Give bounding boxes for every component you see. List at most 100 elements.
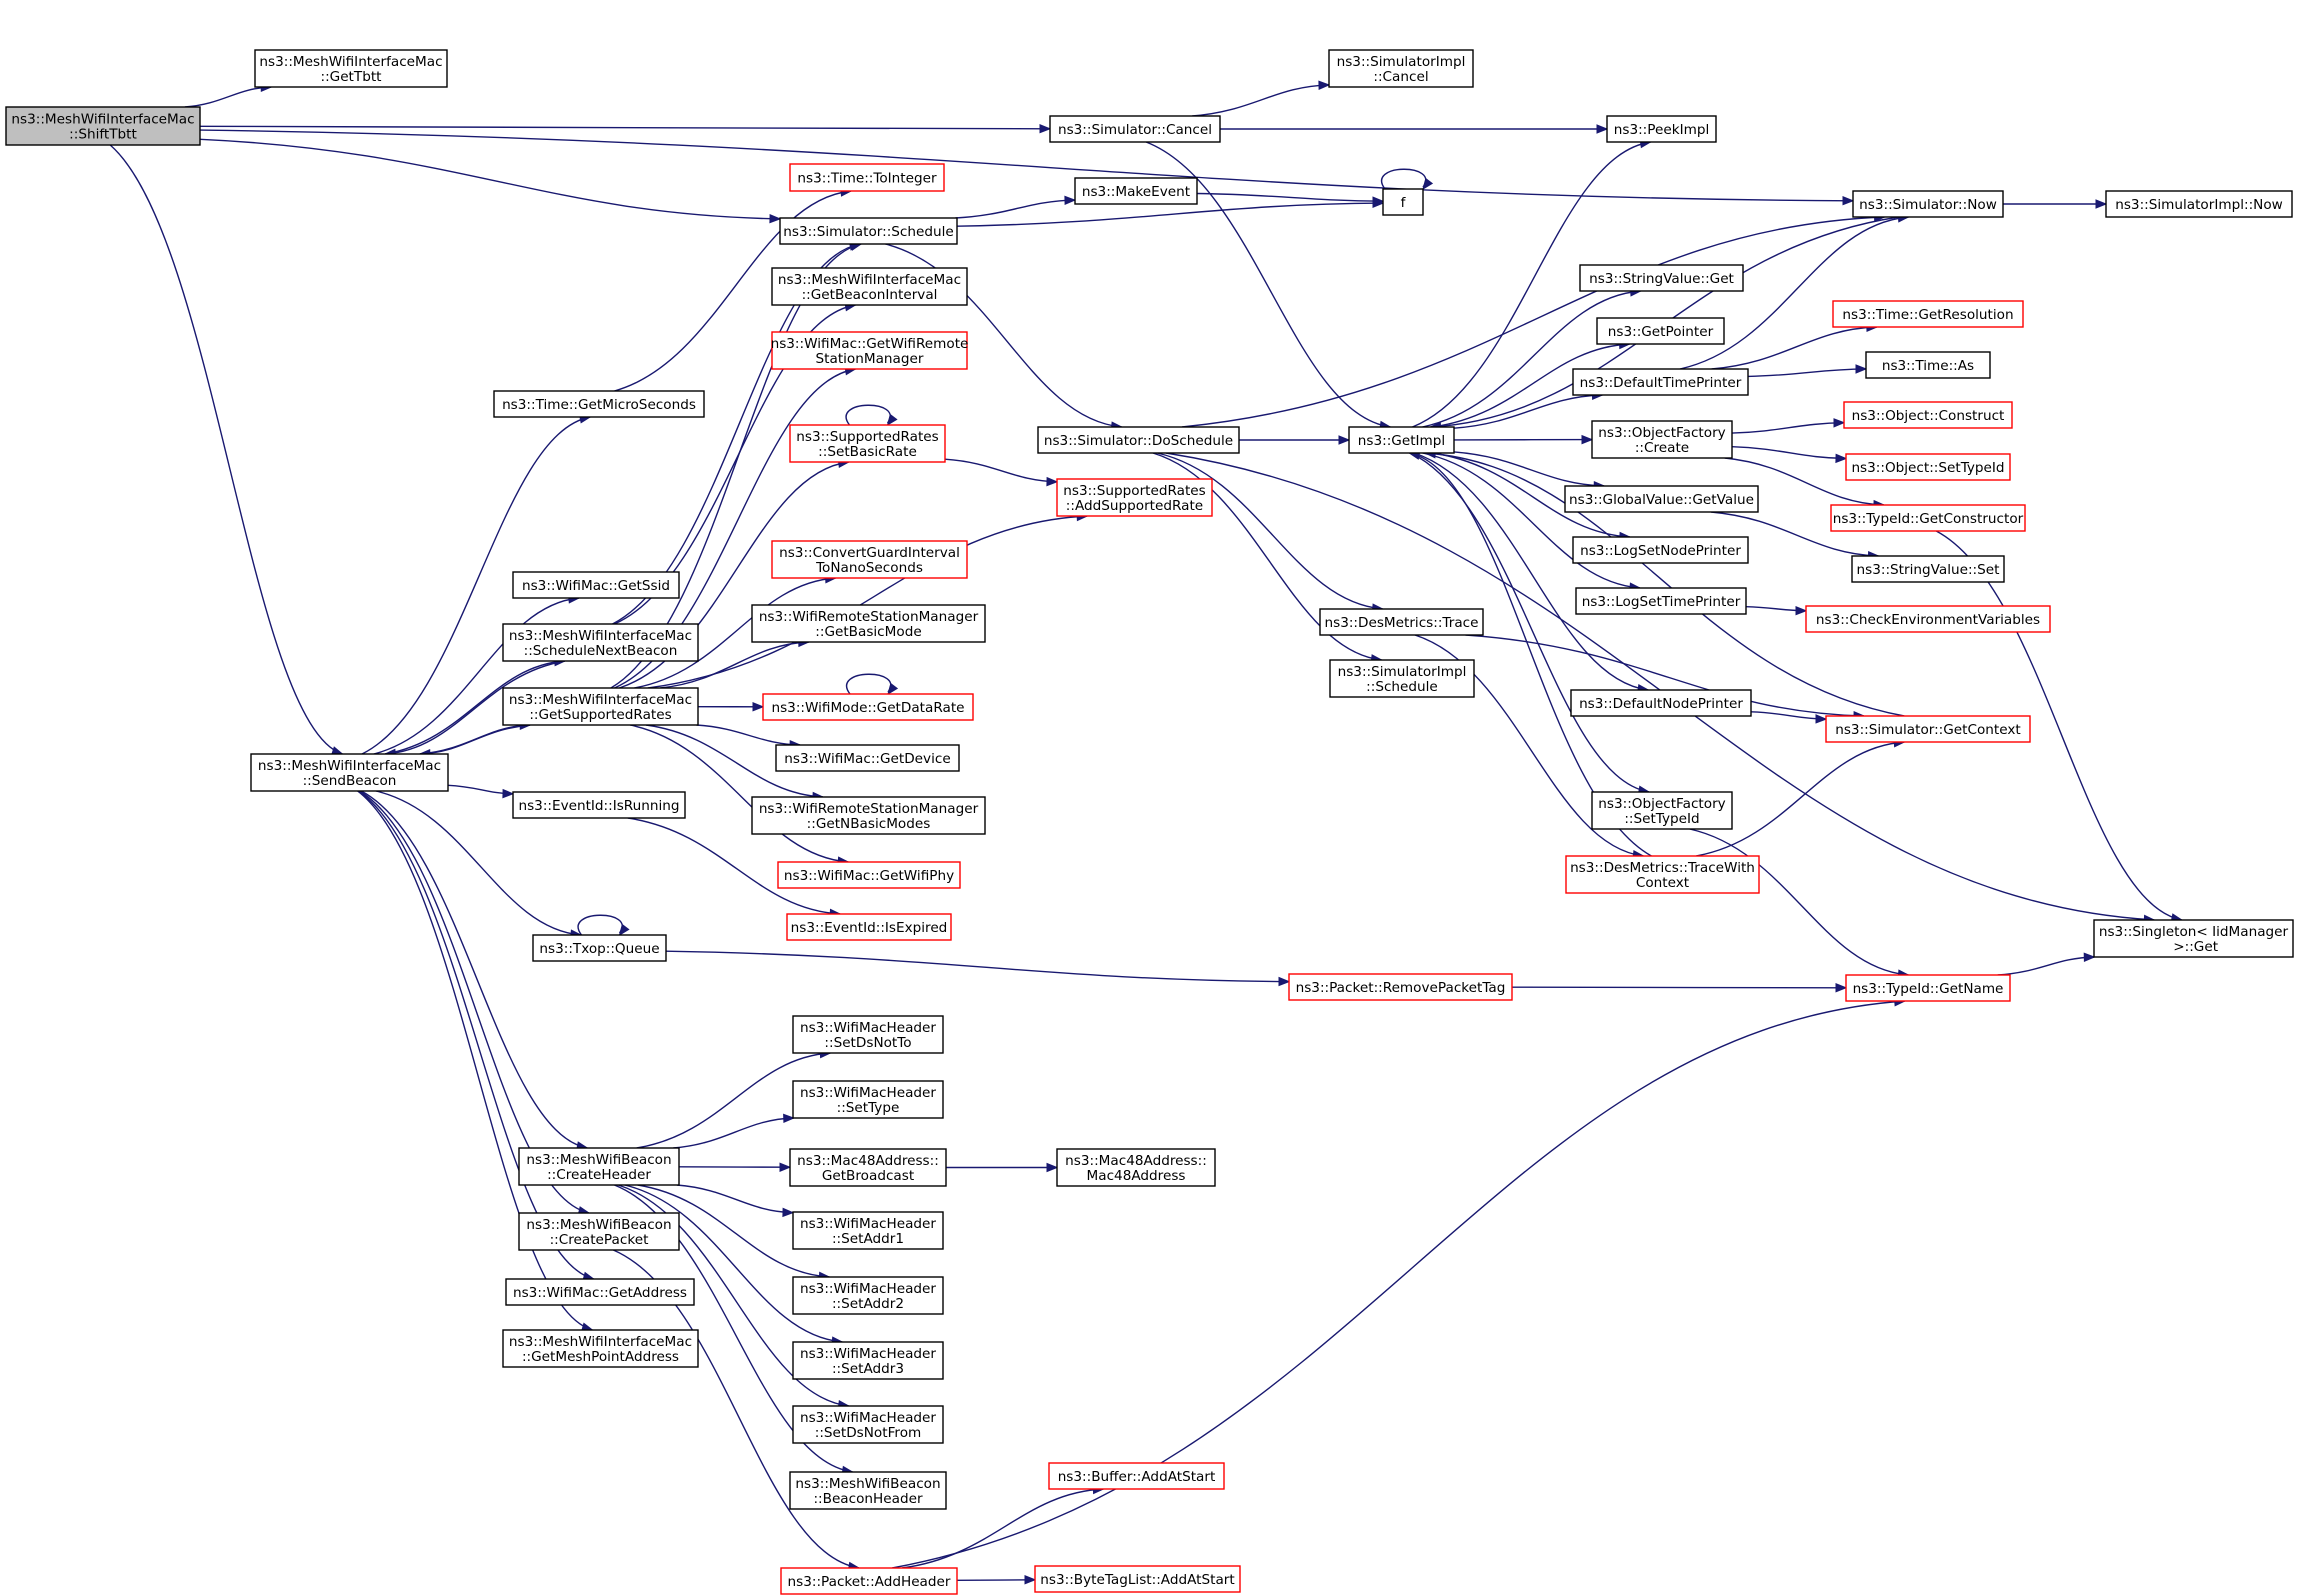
node-gettbtt[interactable]: ns3::MeshWifiInterfaceMac::GetTbtt [254,49,448,88]
node-setaddr1[interactable]: ns3::WifiMacHeader::SetAddr1 [792,1211,944,1250]
node-box[interactable] [532,934,667,962]
node-box[interactable] [786,913,952,941]
node-beaconheader[interactable]: ns3::MeshWifiBeacon::BeaconHeader [789,1471,947,1510]
node-shifttbtt[interactable]: ns3::MeshWifiInterfaceMac::ShiftTbtt [5,106,201,146]
node-globalvaluegetvalue[interactable]: ns3::GlobalValue::GetValue [1564,485,1759,513]
node-getmicroseconds[interactable]: ns3::Time::GetMicroSeconds [493,390,705,418]
node-getmeshpointaddress[interactable]: ns3::MeshWifiInterfaceMac::GetMeshPointA… [502,1329,699,1368]
node-settype[interactable]: ns3::WifiMacHeader::SetType [792,1080,944,1119]
node-createpacket[interactable]: ns3::MeshWifiBeacon::CreatePacket [518,1212,680,1251]
node-peekimpl[interactable]: ns3::PeekImpl [1606,115,1717,143]
node-stringvalueset[interactable]: ns3::StringValue::Set [1851,555,2005,583]
node-singletonget[interactable]: ns3::Singleton< IidManager >::Get [2093,919,2294,958]
node-getimpl[interactable]: ns3::GetImpl [1348,426,1455,454]
node-getssid[interactable]: ns3::WifiMac::GetSsid [512,571,680,599]
node-box[interactable] [254,49,448,88]
node-box[interactable] [502,623,699,662]
node-addheader[interactable]: ns3::Packet::AddHeader [780,1567,958,1595]
node-box[interactable] [1579,264,1744,292]
node-getwifiphy[interactable]: ns3::WifiMac::GetWifiPhy [777,861,961,889]
node-createheader[interactable]: ns3::MeshWifiBeacon::CreateHeader [518,1147,680,1186]
node-box[interactable] [518,1147,680,1186]
node-box[interactable] [1606,115,1717,143]
node-box[interactable] [1852,190,2004,218]
node-box[interactable] [789,424,946,463]
node-box[interactable] [1596,317,1725,345]
node-box[interactable] [1865,351,1991,379]
node-box[interactable] [777,861,961,889]
node-isexpired[interactable]: ns3::EventId::IsExpired [786,913,952,941]
node-tointeger[interactable]: ns3::Time::ToInteger [789,163,945,192]
node-box[interactable] [1572,368,1749,396]
node-box[interactable] [1570,689,1752,717]
node-getsupportedrates[interactable]: ns3::MeshWifiInterfaceMac::GetSupportedR… [502,687,699,726]
node-box[interactable] [1056,478,1213,517]
node-box[interactable] [779,217,958,245]
node-box[interactable] [493,390,705,418]
node-txopqueue[interactable]: ns3::Txop::Queue [532,934,667,962]
node-setdsnotfrom[interactable]: ns3::WifiMacHeader::SetDsNotFrom [792,1405,944,1444]
node-getnbasicmodes[interactable]: ns3::WifiRemoteStationManager::GetNBasic… [751,796,986,835]
node-getbroadcast[interactable]: ns3::Mac48Address::GetBroadcast [789,1148,947,1187]
node-setaddr3[interactable]: ns3::WifiMacHeader::SetAddr3 [792,1341,944,1380]
node-simschedule[interactable]: ns3::Simulator::Schedule [779,217,958,245]
node-logsetnodeprinter[interactable]: ns3::LogSetNodePrinter [1572,536,1749,564]
node-sendbeacon[interactable]: ns3::MeshWifiInterfaceMac::SendBeacon [250,753,449,792]
node-box[interactable] [792,1405,944,1444]
node-desmetricstrace[interactable]: ns3::DesMetrics::Trace [1319,608,1484,636]
node-getcontext[interactable]: ns3::Simulator::GetContext [1825,715,2031,743]
node-box[interactable] [1074,177,1198,205]
node-box[interactable] [1049,115,1221,143]
node-box[interactable] [789,163,945,192]
node-box[interactable] [1037,426,1240,454]
node-box[interactable] [1319,608,1484,636]
node-getdevice[interactable]: ns3::WifiMac::GetDevice [775,744,960,772]
node-simimplnow[interactable]: ns3::SimulatorImpl::Now [2105,190,2293,218]
node-box[interactable] [780,1567,958,1595]
node-box[interactable] [512,791,686,819]
node-box[interactable] [1329,659,1475,698]
node-box[interactable] [792,1015,944,1054]
node-removepackettag[interactable]: ns3::Packet::RemovePacketTag [1288,973,1513,1001]
node-setdsnotto[interactable]: ns3::WifiMacHeader::SetDsNotTo [792,1015,944,1054]
node-setbasicrate[interactable]: ns3::SupportedRates::SetBasicRate [789,424,946,463]
node-objectfactorycreate[interactable]: ns3::ObjectFactory::Create [1591,420,1733,459]
node-box[interactable] [1056,1148,1216,1187]
node-simnow[interactable]: ns3::Simulator::Now [1852,190,2004,218]
node-box[interactable] [518,1212,680,1251]
node-objectconstruct[interactable]: ns3::Object::Construct [1843,401,2013,429]
node-box[interactable] [1288,973,1513,1001]
node-box[interactable] [1591,420,1733,459]
node-getwifiremotestationmanager[interactable]: ns3::WifiMac::GetWifiRemoteStationManage… [771,331,969,370]
node-box[interactable] [762,693,974,721]
node-box[interactable] [792,1080,944,1119]
node-box[interactable] [1572,536,1749,564]
node-getpointer[interactable]: ns3::GetPointer [1596,317,1725,345]
node-stringvalueget[interactable]: ns3::StringValue::Get [1579,264,1744,292]
node-box[interactable] [1565,855,1760,894]
node-checkenvvars[interactable]: ns3::CheckEnvironmentVariables [1805,605,2051,633]
node-box[interactable] [1832,300,2024,328]
node-getdatarate[interactable]: ns3::WifiMode::GetDataRate [762,693,974,721]
node-box[interactable] [250,753,449,792]
node-box[interactable] [751,796,986,835]
node-box[interactable] [1382,188,1424,216]
node-getconstructor[interactable]: ns3::TypeId::GetConstructor [1830,504,2026,532]
node-box[interactable] [771,267,968,306]
node-simimplschedule[interactable]: ns3::SimulatorImpl::Schedule [1329,659,1475,698]
node-addsupportedrate[interactable]: ns3::SupportedRates::AddSupportedRate [1056,478,1213,517]
node-defaulttimeprinter[interactable]: ns3::DefaultTimePrinter [1572,368,1749,396]
node-getbeaconinterval[interactable]: ns3::MeshWifiInterfaceMac::GetBeaconInte… [771,267,968,306]
node-box[interactable] [1851,555,2005,583]
node-box[interactable] [789,1471,947,1510]
node-getbasicmode[interactable]: ns3::WifiRemoteStationManager::GetBasicM… [751,604,986,643]
node-bytetaglistaddatstart[interactable]: ns3::ByteTagList::AddAtStart [1034,1565,1241,1593]
node-box[interactable] [1591,791,1733,830]
node-box[interactable] [1575,587,1747,615]
node-box[interactable] [1845,453,2011,481]
node-box[interactable] [502,687,699,726]
node-bufferaddatstart[interactable]: ns3::Buffer::AddAtStart [1048,1462,1225,1490]
node-timeas[interactable]: ns3::Time::As [1865,351,1991,379]
node-box[interactable] [1034,1565,1241,1593]
